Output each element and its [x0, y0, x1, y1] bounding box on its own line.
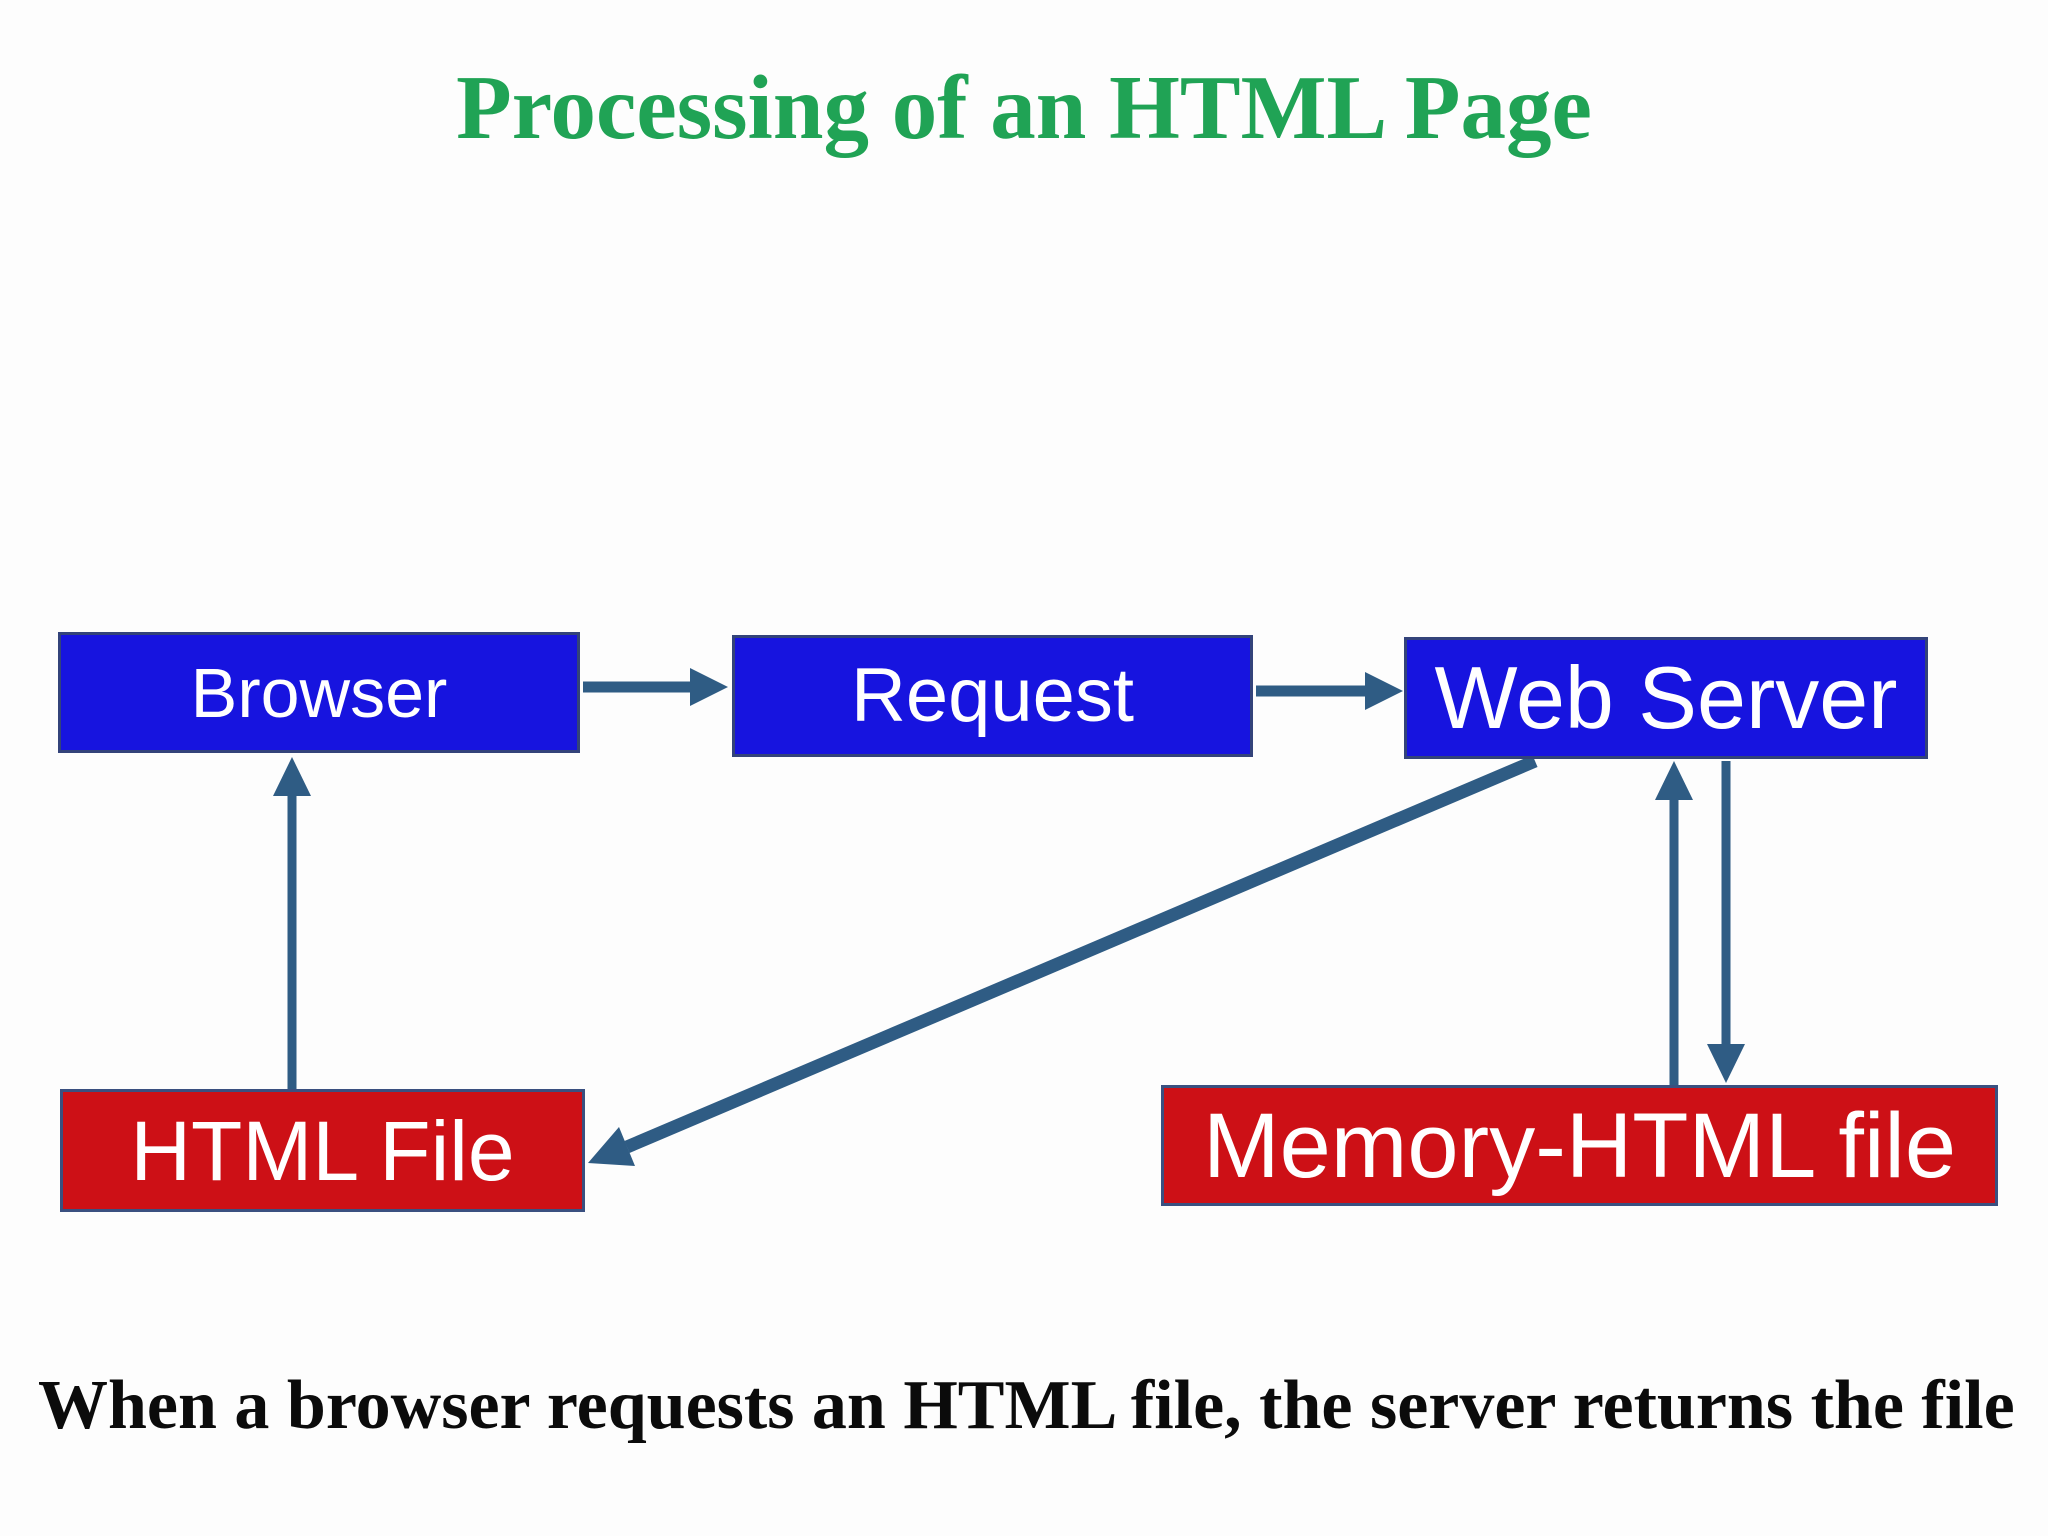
arrow-html-file-to-browser: [273, 757, 311, 1089]
node-browser: Browser: [58, 632, 580, 753]
node-memory-html-file-label: Memory-HTML file: [1202, 1094, 1957, 1197]
page-title: Processing of an HTML Page: [456, 57, 1592, 158]
node-html-file: HTML File: [60, 1089, 585, 1212]
arrow-web-server-to-memory: [1707, 761, 1745, 1083]
node-request-label: Request: [850, 653, 1135, 738]
arrow-memory-to-web-server: [1655, 761, 1693, 1085]
node-html-file-label: HTML File: [130, 1103, 515, 1198]
arrow-browser-to-request: [583, 668, 728, 706]
arrow-web-server-to-html-file: [588, 755, 1538, 1166]
node-memory-html-file: Memory-HTML file: [1161, 1085, 1998, 1206]
arrow-request-to-web-server: [1256, 672, 1403, 710]
node-browser-label: Browser: [190, 653, 448, 732]
node-web-server-label: Web Server: [1434, 648, 1898, 747]
node-web-server: Web Server: [1404, 637, 1928, 759]
node-request: Request: [732, 635, 1253, 757]
caption-text: When a browser requests an HTML file, th…: [38, 1367, 2015, 1444]
